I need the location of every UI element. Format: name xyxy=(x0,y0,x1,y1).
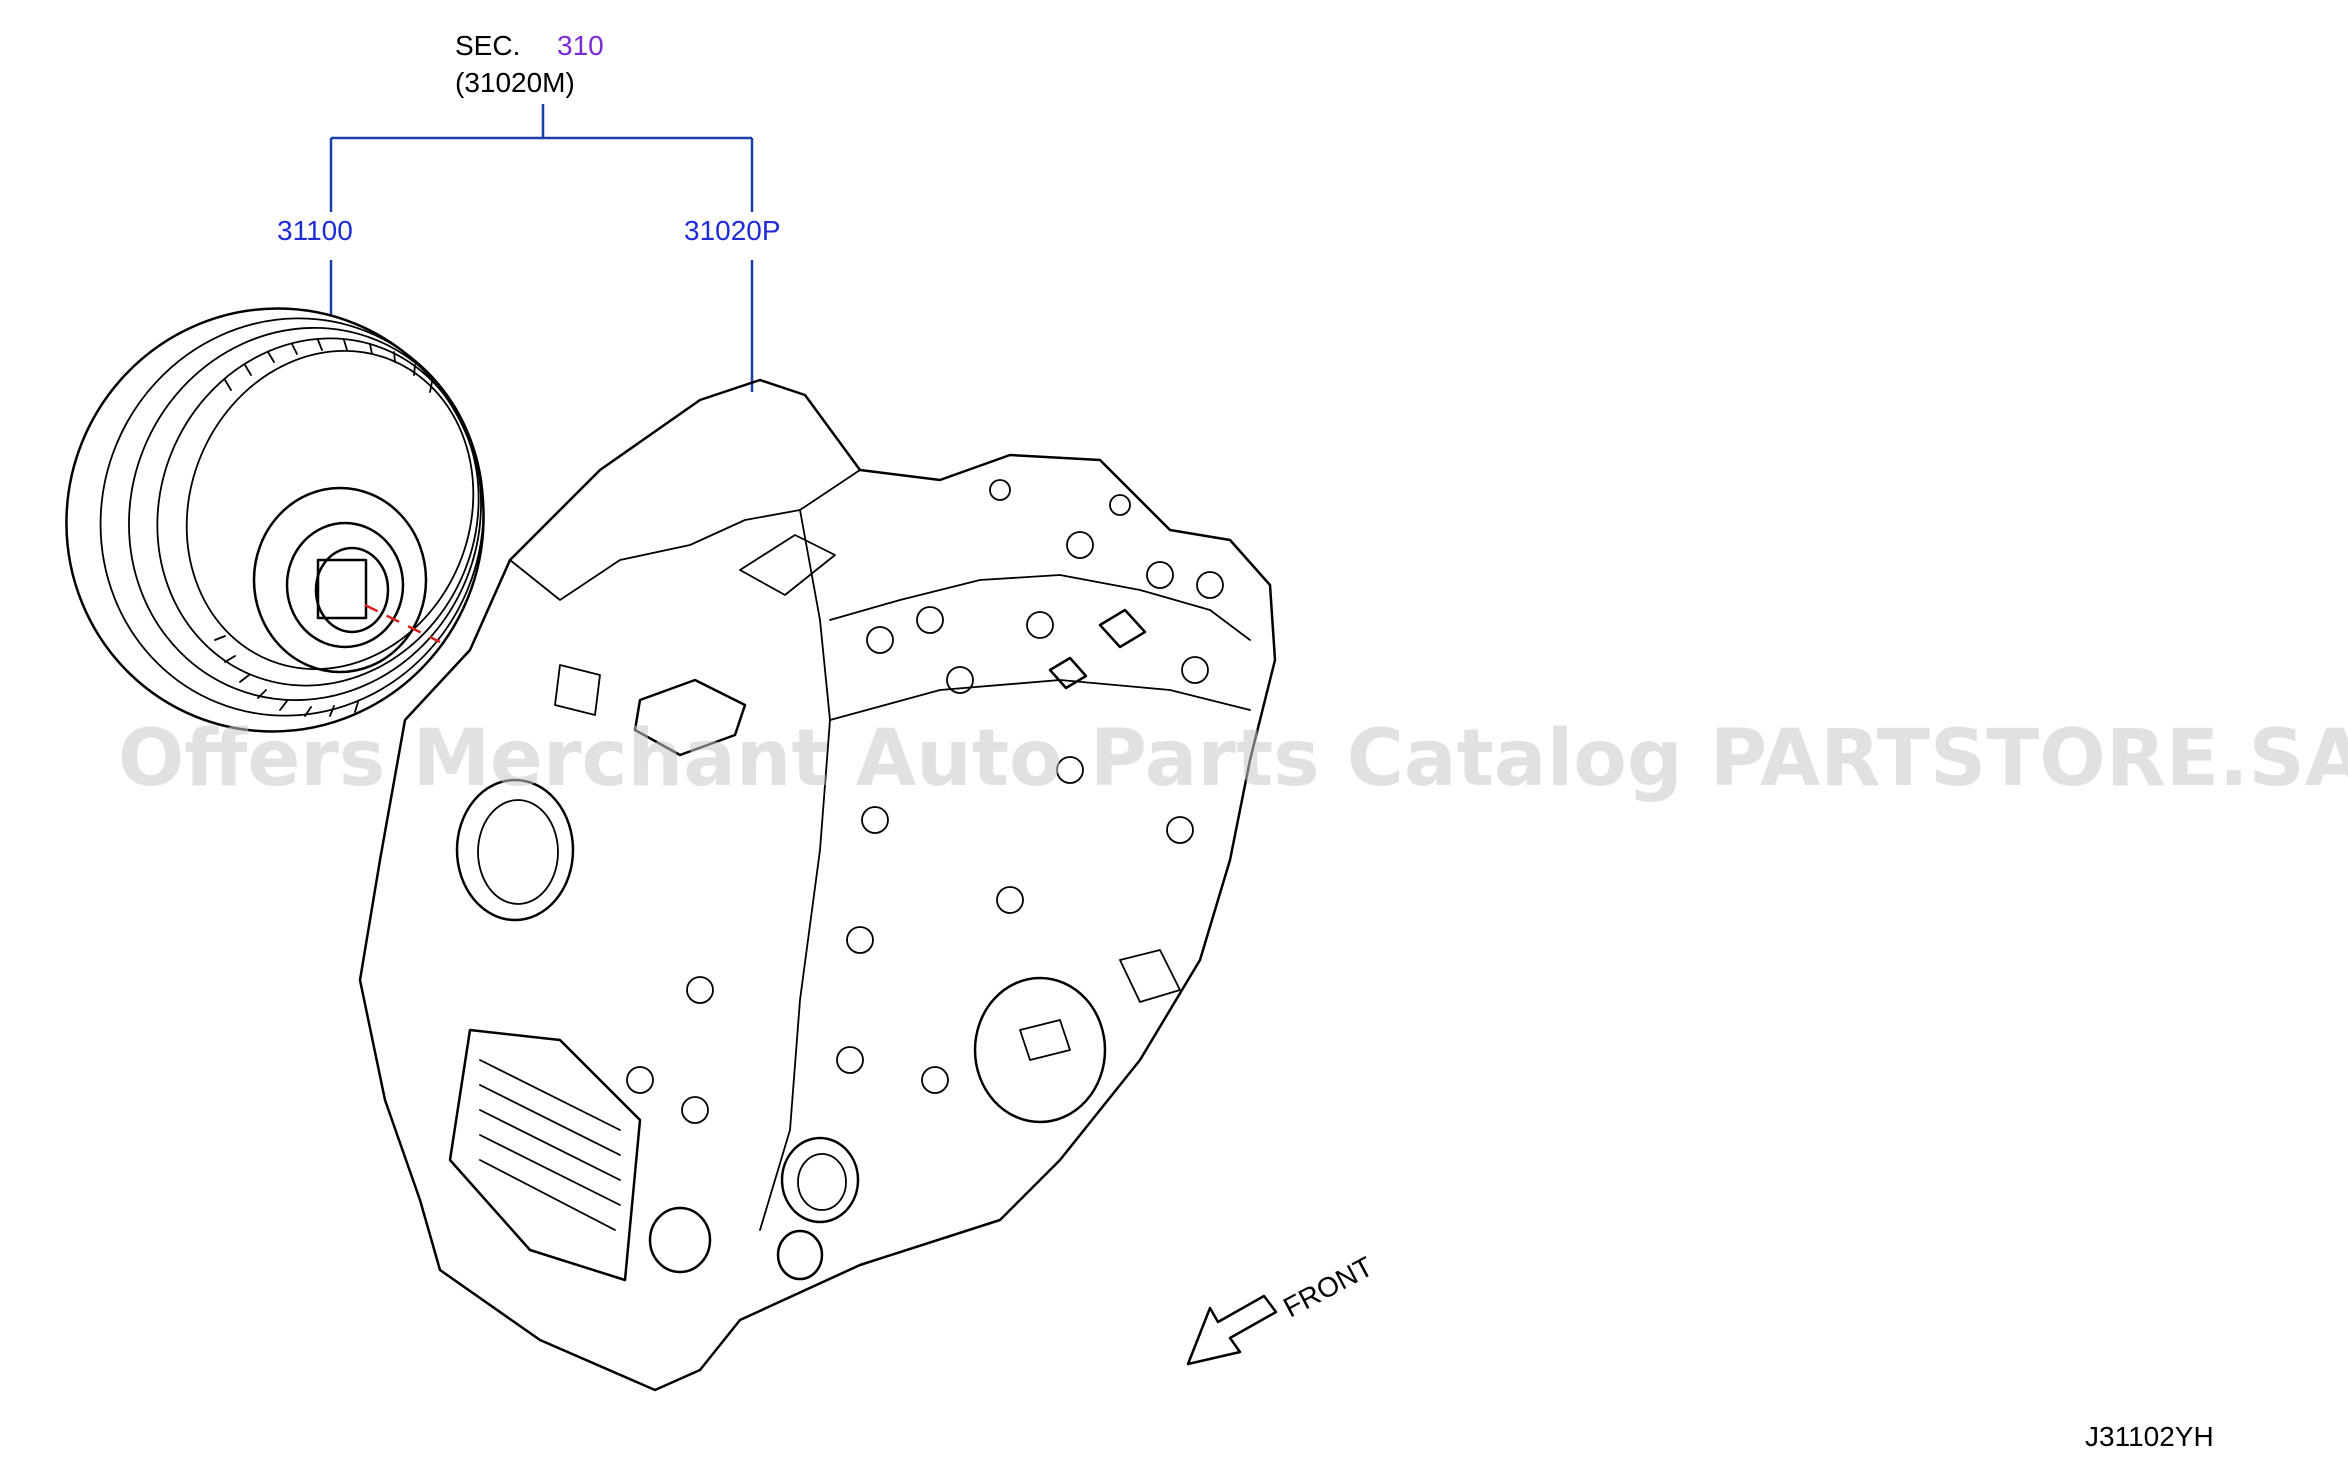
front-direction-indicator: FRONT xyxy=(1186,1251,1378,1366)
front-label: FRONT xyxy=(1278,1251,1378,1324)
leader-bracket xyxy=(329,104,754,392)
section-prefix: SEC. xyxy=(455,30,520,61)
section-number-link[interactable]: 310 xyxy=(557,30,604,61)
transaxle-drawing xyxy=(358,378,1277,1392)
section-reference[interactable]: SEC. 310 (31020M) xyxy=(455,30,604,98)
section-subref: (31020M) xyxy=(455,67,575,98)
callout-31020p[interactable]: 31020P xyxy=(684,215,781,246)
torque-converter-drawing xyxy=(65,307,485,733)
front-arrow-icon xyxy=(1186,1294,1278,1366)
callout-31100[interactable]: 31100 xyxy=(277,215,353,246)
watermark-text: Offers Merchant Auto Parts Catalog PARTS… xyxy=(118,714,2348,804)
diagram-code: J31102YH xyxy=(2085,1421,2214,1452)
